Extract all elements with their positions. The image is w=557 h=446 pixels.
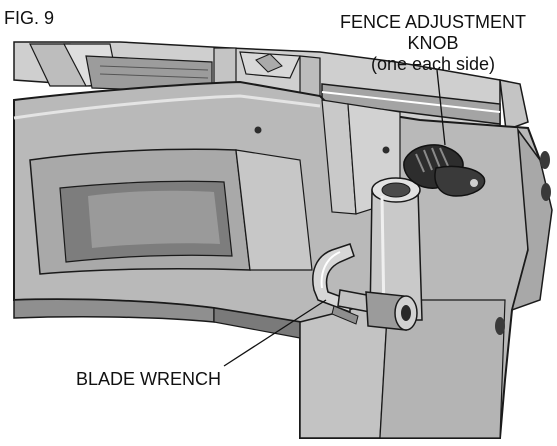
fence-post xyxy=(369,177,423,321)
fence-knob-callout-line2: KNOB xyxy=(407,33,459,53)
fence xyxy=(321,79,529,132)
knob-leader-line xyxy=(436,69,446,146)
figure-label: FIG. 9 xyxy=(4,8,55,28)
fence-knob-callout-line1: FENCE ADJUSTMENT xyxy=(339,12,526,32)
fence-knob-callout-line3: (one each side) xyxy=(370,54,496,74)
fence-knob-callout: FENCE ADJUSTMENT KNOB (one each side) xyxy=(318,12,548,75)
blade-wrench xyxy=(312,243,418,331)
fence-adjustment-knob xyxy=(403,144,486,197)
blade-wrench-callout: BLADE WRENCH xyxy=(76,369,222,389)
wrench-leader-line xyxy=(223,299,327,367)
